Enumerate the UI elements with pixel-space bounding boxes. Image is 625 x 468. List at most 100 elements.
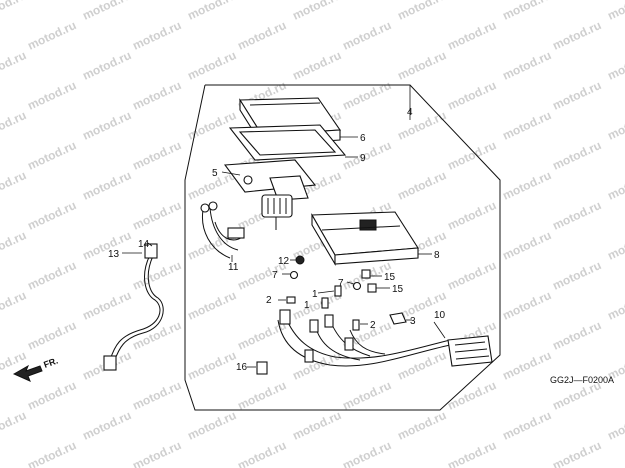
watermark-text: motod.ru: [130, 258, 183, 293]
watermark-text: motod.ru: [395, 48, 448, 83]
watermark-text: motod.ru: [290, 408, 343, 443]
watermark-text: motod.ru: [130, 318, 183, 353]
watermark-text: motod.ru: [290, 48, 343, 83]
watermark-text: motod.ru: [80, 228, 133, 263]
gasket: [228, 124, 358, 161]
watermark-text: motod.ru: [0, 288, 28, 323]
watermark-text: motod.ru: [550, 138, 603, 173]
speedometer-cable: [103, 242, 164, 371]
watermark-text: motod.ru: [605, 48, 625, 83]
watermark-text: motod.ru: [235, 438, 288, 468]
watermark-text: motod.ru: [290, 0, 343, 23]
small-parts: [247, 255, 412, 375]
watermark-text: motod.ru: [500, 0, 553, 23]
watermark-text: motod.ru: [130, 78, 183, 113]
callout-11: 11: [228, 262, 239, 273]
watermark-text: motod.ru: [185, 48, 238, 83]
watermark-text: motod.ru: [0, 0, 28, 23]
watermark-text: motod.ru: [340, 18, 393, 53]
callout-16: 16: [236, 362, 248, 373]
watermark-text: motod.ru: [500, 228, 553, 263]
meter-bracket: [221, 159, 317, 201]
watermark-text: motod.ru: [550, 198, 603, 233]
watermark-text: motod.ru: [25, 438, 78, 468]
watermark-text: motod.ru: [130, 438, 183, 468]
watermark-text: motod.ru: [445, 138, 498, 173]
watermark-text: motod.ru: [445, 378, 498, 413]
watermark-text: motod.ru: [80, 48, 133, 83]
watermark-text: motod.ru: [0, 48, 28, 83]
watermark-text: motod.ru: [0, 228, 28, 263]
watermark-text: motod.ru: [0, 108, 28, 143]
diagram-code: GG2J—F0200A: [550, 375, 614, 385]
watermark-text: motod.ru: [445, 438, 498, 468]
watermark-text: motod.ru: [395, 408, 448, 443]
watermark-text: motod.ru: [80, 108, 133, 143]
watermark-text: motod.ru: [185, 288, 238, 323]
callout-1a: 1: [312, 289, 318, 300]
sub-harness: [200, 201, 245, 262]
watermark-text: motod.ru: [550, 78, 603, 113]
main-harness: [277, 309, 493, 367]
callout-3: 3: [410, 316, 416, 327]
watermark-text: motod.ru: [0, 408, 28, 443]
callout-8: 8: [434, 250, 440, 261]
watermark-text: motod.ru: [185, 0, 238, 23]
watermark-text: motod.ru: [80, 408, 133, 443]
callout-13: 13: [108, 249, 120, 260]
watermark-text: motod.ru: [550, 258, 603, 293]
callout-6: 6: [360, 133, 366, 144]
watermark-text: motod.ru: [80, 0, 133, 23]
watermark-text: motod.ru: [445, 258, 498, 293]
front-direction-arrow: [12, 364, 43, 382]
watermark-text: motod.ru: [550, 438, 603, 468]
callout-9: 9: [360, 153, 366, 164]
watermark-text: motod.ru: [130, 378, 183, 413]
watermark-text: motod.ru: [500, 108, 553, 143]
watermark-text: motod.ru: [25, 18, 78, 53]
watermark-text: motod.ru: [185, 408, 238, 443]
watermark-text: motod.ru: [340, 78, 393, 113]
watermark-text: motod.ru: [130, 18, 183, 53]
watermark-text: motod.ru: [445, 78, 498, 113]
callout-10: 10: [434, 310, 446, 321]
watermark-text: motod.ru: [605, 0, 625, 23]
callout-15a: 15: [384, 272, 396, 283]
callout-4: 4: [407, 107, 413, 118]
socket-assembly: [261, 194, 293, 230]
callout-15b: 15: [392, 284, 404, 295]
watermark-text: motod.ru: [500, 48, 553, 83]
watermark-text: motod.ru: [25, 378, 78, 413]
watermark-text: motod.ru: [25, 258, 78, 293]
watermark-text: motod.ru: [340, 378, 393, 413]
watermark-text: motod.ru: [80, 288, 133, 323]
watermark-text: motod.ru: [395, 108, 448, 143]
callout-7a: 7: [272, 270, 278, 281]
callout-12: 12: [278, 256, 290, 267]
callout-7b: 7: [338, 278, 344, 289]
watermark-text: motod.ru: [0, 168, 28, 203]
watermark-text: motod.ru: [340, 438, 393, 468]
watermark-text: motod.ru: [25, 138, 78, 173]
watermark-text: motod.ru: [235, 378, 288, 413]
watermark-text: motod.ru: [80, 168, 133, 203]
watermark-text: motod.ru: [395, 0, 448, 23]
meter-case: [311, 211, 432, 267]
watermark-text: motod.ru: [130, 138, 183, 173]
watermark-text: motod.ru: [395, 168, 448, 203]
watermark-text: motod.ru: [500, 408, 553, 443]
watermark-text: motod.ru: [235, 18, 288, 53]
watermark-text: motod.ru: [550, 18, 603, 53]
watermark-text: motod.ru: [340, 138, 393, 173]
watermark-text: motod.ru: [25, 318, 78, 353]
watermark-text: motod.ru: [185, 108, 238, 143]
watermark-text: motod.ru: [185, 348, 238, 383]
watermark-text: motod.ru: [605, 408, 625, 443]
callout-5: 5: [212, 168, 218, 179]
watermark-text: motod.ru: [500, 348, 553, 383]
watermark-text: motod.ru: [605, 168, 625, 203]
callout-14: 14: [138, 239, 150, 250]
watermark-text: motod.ru: [550, 318, 603, 353]
